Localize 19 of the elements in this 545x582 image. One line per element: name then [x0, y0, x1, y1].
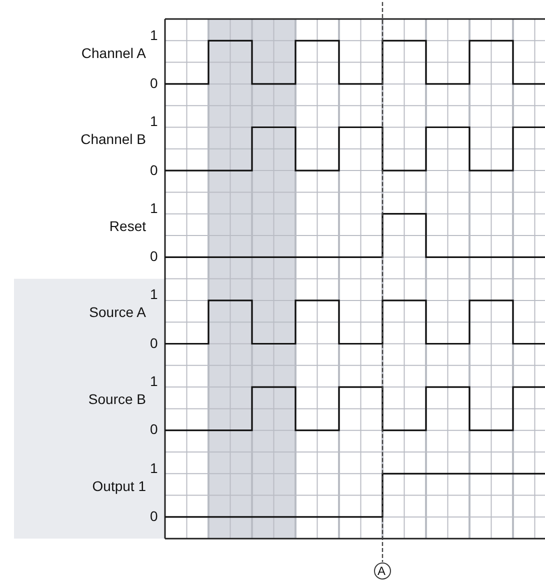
callout-letter: A [378, 563, 386, 579]
signal-name: Source A [88, 304, 146, 320]
level-label: 0 [150, 334, 158, 351]
level-label: 1 [150, 113, 158, 130]
signal-name: Output 1 [91, 478, 146, 494]
level-label: 1 [150, 200, 158, 216]
level-label: 0 [150, 248, 158, 264]
signal-name: Channel A [80, 44, 146, 61]
signal-name: Source B [87, 391, 146, 408]
level-label: 0 [150, 74, 158, 91]
level-label: 0 [150, 421, 158, 438]
signal-name: Reset [108, 218, 146, 234]
level-label: 0 [150, 508, 158, 524]
level-label: 1 [150, 460, 158, 476]
signal-name: Channel B [80, 131, 146, 148]
level-label: 1 [150, 26, 158, 43]
level-label: 1 [150, 286, 158, 302]
level-label: 1 [150, 373, 158, 390]
level-label: 0 [150, 162, 158, 178]
